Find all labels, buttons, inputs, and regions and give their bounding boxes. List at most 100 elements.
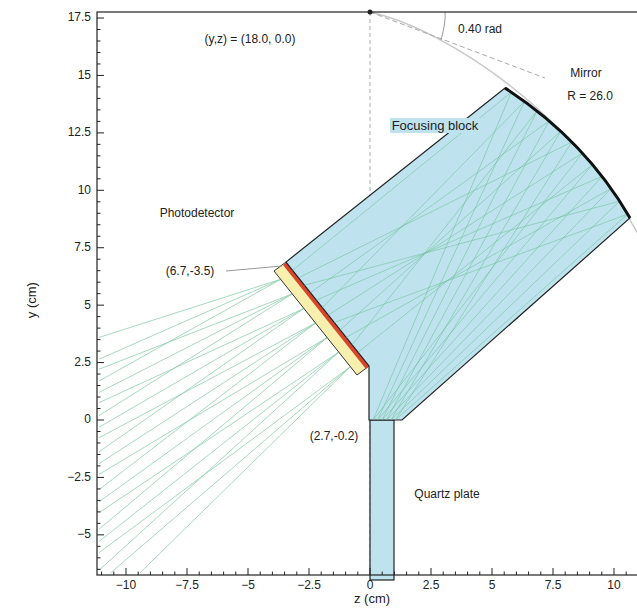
tick [492,568,493,575]
light-ray [99,294,292,393]
light-ray [99,323,316,438]
tick-label: −2.5 [67,471,91,484]
light-ray [358,165,592,353]
tick [97,190,104,191]
tick [97,305,104,306]
block-shape [286,88,630,420]
tick [370,568,371,575]
tick-label: 15 [78,69,91,82]
tick [187,568,188,575]
light-ray [99,323,316,490]
tick [126,568,127,575]
focusing-block: Focusing block [284,86,637,422]
light-ray [334,214,627,322]
light-ray [391,201,620,420]
light-ray [378,101,525,420]
light-ray [382,176,602,420]
tick [553,568,554,575]
angle-label: 0.40 rad [458,23,502,36]
part-name: Mirror [570,67,601,80]
block-label: Focusing block [390,118,481,133]
light-ray [396,142,572,420]
light-ray [99,279,281,359]
light-ray [99,294,292,416]
light-ray [99,279,281,337]
leader-line [226,266,282,271]
light-ray [310,121,549,293]
angle-arc [441,12,445,40]
tick [97,534,104,535]
light-rays [293,92,628,420]
tick [97,362,104,363]
tick-label: 17.5 [68,11,91,24]
light-ray [396,214,628,420]
quartz-plate [370,420,394,580]
tick-label: −5 [241,579,255,592]
tick [309,568,310,575]
light-ray [99,367,350,553]
tick [614,568,615,575]
tick [431,568,432,575]
light-ray [99,338,327,530]
tick-label: −5 [77,528,91,541]
light-ray [99,338,327,502]
tick [97,18,104,19]
tick-label: 0 [84,413,91,426]
light-ray [373,153,582,420]
light-ray [99,352,339,541]
coordinate-label: (y,z) = (18.0, 0.0) [205,33,296,46]
light-ray [373,92,511,420]
tick [97,75,104,76]
tick [97,420,104,421]
light-ray [99,279,281,381]
tick-label: 7.5 [74,241,91,254]
axis-title: z (cm) [354,592,390,606]
light-ray [382,111,537,420]
light-ray [99,323,316,464]
light-ray [299,142,572,278]
light-ray [316,176,602,300]
light-ray [391,131,561,420]
tick-label: 2.5 [74,356,91,369]
light-ray [99,308,304,427]
tick [97,477,104,478]
tick [97,132,104,133]
light-ray [352,111,537,345]
tick-label: −10 [116,579,136,592]
tick-label: −2.5 [297,579,321,592]
light-ray [322,101,524,307]
light-ray [340,131,561,330]
tick-label: 10 [78,184,91,197]
tick [248,568,249,575]
tick-label: 5 [84,299,91,312]
tick-label: 10 [607,579,620,592]
block-outline [284,86,637,422]
part-name: Quartz plate [414,488,479,501]
tick [97,247,104,248]
light-ray [328,153,582,315]
tick-label: 5 [489,579,496,592]
part-name: Photodetector [160,207,235,220]
light-ray [99,308,304,451]
light-ray [99,338,327,475]
light-ray [293,92,512,270]
light-ray [99,352,339,570]
radius-label: R = 26.0 [567,90,613,103]
light-ray [378,165,593,420]
tick-label: 0 [367,579,374,592]
light-ray [140,367,351,573]
light-ray [110,367,350,573]
light-ray [387,121,550,420]
tick-label: 2.5 [423,579,440,592]
coordinate-label: (6.7,-3.5) [166,265,215,278]
light-rays [99,279,350,573]
mirror [505,88,630,218]
light-ray [99,352,339,513]
tick-label: −7.5 [175,579,199,592]
tick-label: 12.5 [68,126,91,139]
light-ray [305,201,620,285]
axis-title: y (cm) [25,282,39,318]
tick-label: 7.5 [545,579,562,592]
